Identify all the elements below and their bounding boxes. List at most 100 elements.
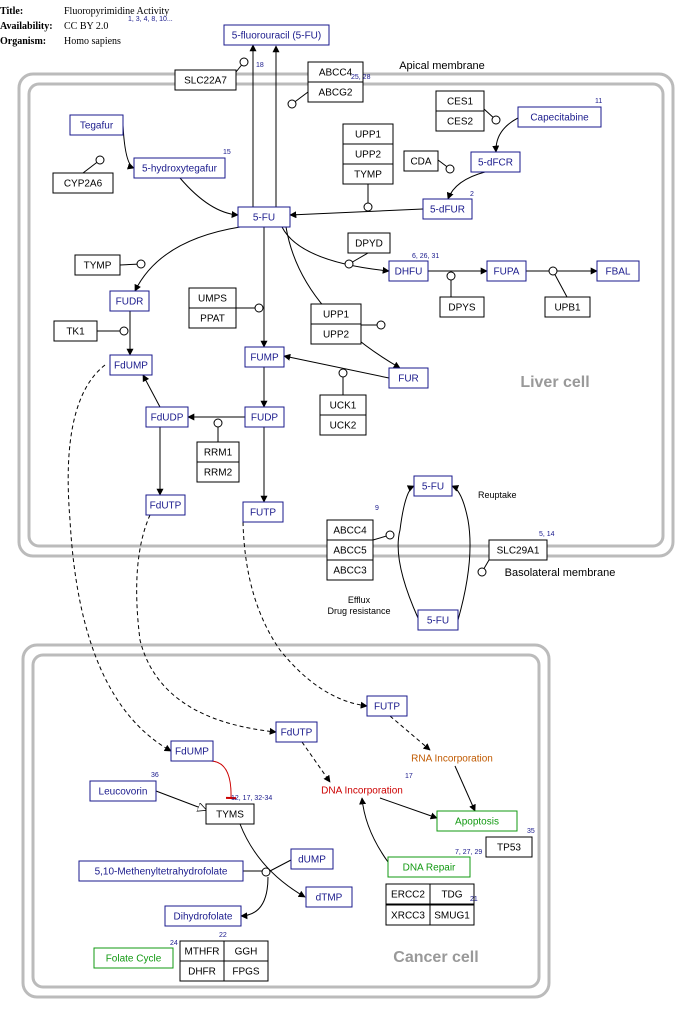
node-slc22a7[interactable]: SLC22A7 (174, 69, 237, 91)
node-label: FdUTP (150, 501, 182, 512)
node-leucovorin[interactable]: Leucovorin (89, 780, 157, 802)
node-fdump-l[interactable]: FdUMP (109, 354, 153, 376)
availability-label: Availability: (0, 21, 53, 32)
node-hydroxytegafur[interactable]: 5-hydroxytegafur (133, 157, 226, 179)
node-fudp[interactable]: FUDP (244, 406, 285, 428)
node-rrm1[interactable]: RRM1 (196, 441, 240, 463)
node-tyms[interactable]: TYMS (205, 803, 255, 825)
node-dhfr[interactable]: DHFR (179, 960, 225, 982)
node-fdutp-l[interactable]: FdUTP (145, 494, 186, 516)
node-fur[interactable]: FUR (388, 367, 429, 389)
node-uck1[interactable]: UCK1 (319, 394, 367, 416)
node-box (488, 539, 548, 561)
node-fump[interactable]: FUMP (244, 346, 285, 368)
node-upp2-b[interactable]: UPP2 (310, 323, 362, 345)
node-tk1[interactable]: TK1 (53, 320, 98, 342)
catalysis-circle (477, 567, 487, 577)
compartment-label-liver: Liver cell (520, 374, 589, 391)
ref-r12: 12, 17, 32-34 (231, 795, 272, 802)
node-upp1-a[interactable]: UPP1 (342, 123, 394, 145)
node-fu-top[interactable]: 5-fluorouracil (5-FU) (223, 24, 330, 46)
node-upp2-a[interactable]: UPP2 (342, 143, 394, 165)
node-dfur[interactable]: 5-dFUR (422, 198, 473, 220)
node-label: 5-hydroxytegafur (142, 164, 218, 175)
node-abcg2[interactable]: ABCG2 (307, 81, 364, 103)
ref-r22: 22 (219, 932, 227, 939)
node-fbal[interactable]: FBAL (596, 260, 640, 282)
node-tymp-a[interactable]: TYMP (342, 163, 394, 185)
availability-value: CC BY 2.0 (64, 21, 109, 32)
node-dpyd[interactable]: DPYD (347, 232, 391, 254)
node-ces2[interactable]: CES2 (435, 110, 485, 132)
node-ggh[interactable]: GGH (223, 940, 269, 962)
node-abcc5[interactable]: ABCC5 (326, 539, 374, 561)
node-dna-repair[interactable]: DNA Repair (387, 856, 471, 878)
node-rrm2[interactable]: RRM2 (196, 461, 240, 483)
node-dtmp[interactable]: dTMP (305, 886, 353, 908)
node-label: Folate Cycle (106, 954, 162, 965)
node-dna-inc[interactable]: DNA Incorporation (321, 786, 403, 797)
node-label: 5-dFUR (430, 205, 465, 216)
compartment-cancer: Cancer cell (21, 643, 551, 999)
node-slc29a1[interactable]: SLC29A1 (488, 539, 548, 561)
node-apoptosis[interactable]: Apoptosis (436, 810, 518, 832)
node-tp53[interactable]: TP53 (485, 836, 533, 858)
node-ppat[interactable]: PPAT (188, 307, 237, 329)
node-upp1-b[interactable]: UPP1 (310, 303, 362, 325)
node-fupa[interactable]: FUPA (486, 260, 527, 282)
node-methenyl[interactable]: 5,10-Methenyltetrahydrofolate (78, 860, 244, 882)
node-label: ABCC4 (333, 526, 367, 537)
tyms-catalysis-circle (261, 867, 271, 877)
node-fdudp[interactable]: FdUDP (145, 406, 189, 428)
node-dhfu[interactable]: DHFU (388, 260, 429, 282)
node-xrcc3[interactable]: XRCC3 (385, 904, 431, 926)
node-tymp-b[interactable]: TYMP (74, 254, 121, 276)
organism-label: Organism: (0, 36, 47, 47)
catalysis-circle (213, 418, 223, 428)
node-capecitabine[interactable]: Capecitabine (517, 106, 602, 128)
node-umps[interactable]: UMPS (188, 287, 237, 309)
node-folate-cycle[interactable]: Folate Cycle (93, 947, 174, 969)
node-fdump-c[interactable]: FdUMP (170, 740, 214, 762)
node-upb1[interactable]: UPB1 (544, 296, 591, 318)
node-futp-c[interactable]: FUTP (366, 695, 408, 717)
node-fpgs[interactable]: FPGS (223, 960, 269, 982)
node-smug1[interactable]: SMUG1 (429, 904, 475, 926)
node-tegafur[interactable]: Tegafur (69, 114, 124, 136)
catalysis-circle (119, 326, 129, 336)
node-dihydrofolate[interactable]: Dihydrofolate (164, 905, 242, 927)
node-label: FdUMP (114, 361, 148, 372)
node-fu-main[interactable]: 5-FU (237, 206, 291, 228)
node-label: ABCC4 (319, 68, 353, 79)
node-ercc2[interactable]: ERCC2 (385, 883, 431, 905)
node-abcc4-b[interactable]: ABCC4 (326, 519, 374, 541)
node-fu-reup[interactable]: 5-FU (413, 475, 453, 497)
node-rna-inc[interactable]: RNA Incorporation (411, 754, 493, 765)
node-box (205, 803, 255, 825)
node-futp-l[interactable]: FUTP (242, 501, 284, 523)
node-cyp2a6[interactable]: CYP2A6 (52, 172, 114, 194)
edge-tegafur-hydroxy (122, 124, 135, 170)
node-box (366, 695, 408, 717)
node-abcc3[interactable]: ABCC3 (326, 559, 374, 581)
node-fdutp-c[interactable]: FdUTP (275, 721, 318, 743)
node-tdg[interactable]: TDG (429, 883, 475, 905)
node-dpys[interactable]: DPYS (439, 296, 485, 318)
node-dfcr[interactable]: 5-dFCR (470, 151, 521, 173)
node-box (275, 721, 318, 743)
node-label: 5-FU (427, 616, 449, 627)
node-box (93, 947, 174, 969)
node-box (69, 114, 124, 136)
node-fu-eff[interactable]: 5-FU (417, 609, 459, 631)
node-box (223, 24, 330, 46)
node-ces1[interactable]: CES1 (435, 90, 485, 112)
node-label: FPGS (232, 967, 260, 978)
node-uck2[interactable]: UCK2 (319, 414, 367, 436)
node-label: DHFR (188, 967, 216, 978)
node-dump[interactable]: dUMP (290, 848, 334, 870)
node-label: Capecitabine (530, 113, 589, 124)
node-cda[interactable]: CDA (403, 150, 439, 172)
node-mthfr[interactable]: MTHFR (179, 940, 225, 962)
node-fudr[interactable]: FUDR (109, 290, 150, 312)
